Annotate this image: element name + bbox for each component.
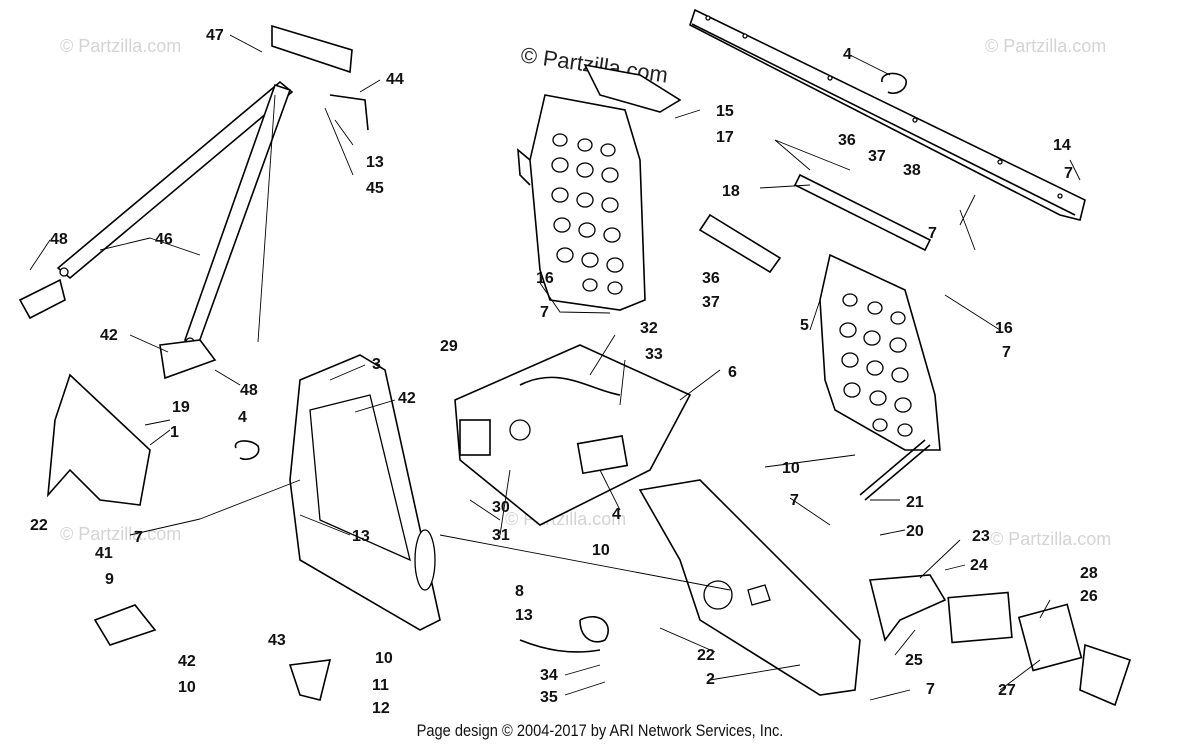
callout-10: 10 <box>375 650 393 667</box>
callout-18: 18 <box>722 183 740 200</box>
callout-7: 7 <box>1064 165 1073 182</box>
callout-29: 29 <box>440 338 458 355</box>
watermark-text: © Partzilla.com <box>60 36 181 56</box>
callout-31: 31 <box>492 527 510 544</box>
callout-28: 28 <box>1080 565 1098 582</box>
callout-7: 7 <box>1002 344 1011 361</box>
callout-labels: 47 44 13 45 48 46 42 48 3 42 19 1 4 22 7… <box>30 27 1098 717</box>
callout-10: 10 <box>178 679 196 696</box>
callout-35: 35 <box>540 689 558 706</box>
part-2-side-plate <box>638 479 861 696</box>
callout-11: 11 <box>372 677 389 694</box>
part-14-beam <box>689 8 1086 221</box>
callout-3: 3 <box>372 356 381 373</box>
callout-19: 19 <box>172 399 190 416</box>
callout-4: 4 <box>238 409 247 426</box>
page-footer: Page design © 2004-2017 by ARI Network S… <box>416 721 784 740</box>
callout-12: 12 <box>372 700 390 717</box>
callout-9: 9 <box>105 571 114 588</box>
callout-7: 7 <box>926 681 935 698</box>
part-17-bracket <box>583 63 682 113</box>
part-26-plate <box>1079 643 1132 707</box>
callout-10: 10 <box>782 460 800 477</box>
callout-16: 16 <box>536 270 554 287</box>
part-17-bracket-lower <box>793 173 932 252</box>
callout-36: 36 <box>838 132 856 149</box>
part-23-bracket <box>868 574 947 642</box>
callout-45: 45 <box>366 180 384 197</box>
part-1-bracket <box>46 373 151 506</box>
callout-8: 8 <box>515 583 524 600</box>
callout-5: 5 <box>800 317 809 334</box>
callout-43: 43 <box>268 632 286 649</box>
callout-33: 33 <box>645 346 663 363</box>
callout-7: 7 <box>790 492 799 509</box>
callout-1: 1 <box>170 424 179 441</box>
callout-30: 30 <box>492 499 510 516</box>
callout-42: 42 <box>100 327 118 344</box>
part-3-frame <box>289 354 441 631</box>
callout-14: 14 <box>1053 137 1071 154</box>
part-27-cover <box>1017 603 1083 672</box>
callout-38: 38 <box>903 162 921 179</box>
callout-10: 10 <box>592 542 610 559</box>
part-24-regulator <box>947 591 1013 644</box>
part-18-plate <box>698 213 782 274</box>
callout-17: 17 <box>716 129 734 146</box>
callout-34: 34 <box>540 667 558 684</box>
callout-25: 25 <box>905 652 923 669</box>
part-34-harness <box>519 615 609 653</box>
callout-42: 42 <box>178 653 196 670</box>
callout-37: 37 <box>868 148 886 165</box>
callout-22: 22 <box>697 647 715 664</box>
part-48-bracket <box>18 278 66 320</box>
part-46-struts <box>56 24 369 347</box>
part-21-link <box>859 439 931 501</box>
callout-16: 16 <box>995 320 1013 337</box>
callout-4: 4 <box>843 46 852 63</box>
callout-7: 7 <box>540 304 549 321</box>
part-4-clip <box>881 72 907 95</box>
callout-2: 2 <box>706 671 715 688</box>
callout-47: 47 <box>206 27 224 44</box>
callout-48: 48 <box>50 231 68 248</box>
part-6-tray <box>454 344 692 526</box>
callout-7: 7 <box>928 225 937 242</box>
callout-13: 13 <box>515 607 533 624</box>
callout-48: 48 <box>240 382 258 399</box>
part-16-right-panel <box>819 253 941 451</box>
part-9-plate <box>93 604 157 646</box>
callout-6: 6 <box>728 364 737 381</box>
part-16-left-panel <box>517 94 646 311</box>
callout-37: 37 <box>702 294 720 311</box>
callout-13: 13 <box>366 154 384 171</box>
part-11-bracket <box>288 659 332 701</box>
callout-42: 42 <box>398 390 416 407</box>
callout-26: 26 <box>1080 588 1098 605</box>
callout-24: 24 <box>970 557 988 574</box>
watermark-text: © Partzilla.com <box>985 36 1106 56</box>
callout-46: 46 <box>155 231 173 248</box>
part-4-clip <box>234 440 260 461</box>
callout-13: 13 <box>352 528 370 545</box>
leader-lines <box>29 34 1081 701</box>
callout-32: 32 <box>640 320 658 337</box>
callout-41: 41 <box>95 545 113 562</box>
callout-7: 7 <box>134 529 143 546</box>
callout-23: 23 <box>972 528 990 545</box>
watermark-text: © Partzilla.com <box>990 529 1111 549</box>
callout-22: 22 <box>30 517 48 534</box>
callout-27: 27 <box>998 682 1016 699</box>
watermark-text: © Partzilla.com <box>60 524 181 544</box>
callout-21: 21 <box>906 494 924 511</box>
callout-44: 44 <box>386 71 404 88</box>
callout-36: 36 <box>702 270 720 287</box>
part-48-bracket <box>159 339 217 380</box>
callout-15: 15 <box>716 103 734 120</box>
callout-4: 4 <box>612 506 621 523</box>
callout-20: 20 <box>906 523 924 540</box>
